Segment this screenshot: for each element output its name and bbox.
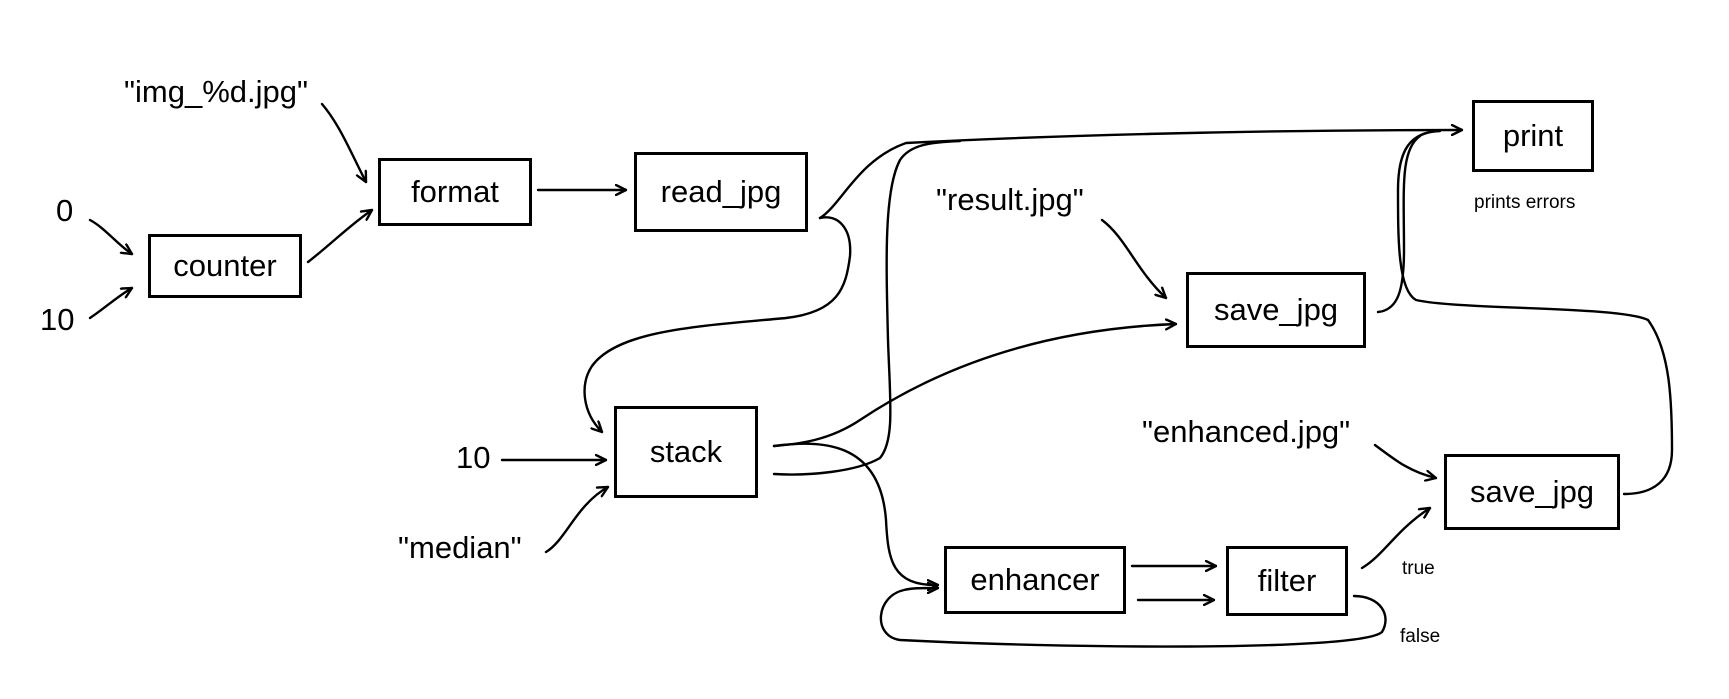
edge-stack-to-enhancer (772, 442, 940, 585)
stack-mode-value: "median" (398, 530, 522, 565)
readjpg-node[interactable]: read_jpg (634, 152, 808, 232)
edge-readjpg-to-stack (583, 216, 852, 434)
filter-false-label: false (1400, 626, 1441, 647)
edge-filter-false-to-enhancer (879, 588, 1387, 648)
edge-stack-to-savejpg-result (772, 324, 1178, 448)
edge-median-to-stack (544, 485, 610, 554)
enhancer-node[interactable]: enhancer (944, 546, 1126, 614)
counter-start-value: 0 (56, 193, 74, 228)
savejpg-enhanced-node[interactable]: save_jpg (1444, 454, 1620, 530)
edge-filter-true-to-savejpg (1360, 506, 1432, 570)
edge-savejpg-result-to-print (1376, 134, 1422, 314)
stack-count-value: 10 (456, 440, 491, 475)
edge-stack-to-print (772, 139, 962, 476)
edge-ten-to-counter (88, 286, 134, 320)
edge-zero-to-counter (88, 218, 134, 256)
savejpg-result-node[interactable]: save_jpg (1186, 272, 1366, 348)
enhanced-filename-value: "enhanced.jpg" (1142, 414, 1351, 449)
filter-true-label: true (1402, 558, 1435, 579)
edge-savejpg-enhanced-to-print (1396, 129, 1674, 496)
counter-end-value: 10 (40, 302, 75, 337)
stack-node[interactable]: stack (614, 406, 758, 498)
format-pattern-value: "img_%d.jpg" (124, 74, 308, 109)
print-node[interactable]: print (1472, 100, 1594, 172)
edge-counter-to-format (306, 208, 374, 264)
edge-enhancedname-to-savejpg (1373, 443, 1438, 478)
edge-pattern-to-format (320, 102, 368, 184)
print-note: prints errors (1474, 192, 1576, 213)
edge-resultname-to-savejpg (1100, 218, 1168, 300)
edge-readjpg-to-print (818, 130, 1464, 220)
counter-node[interactable]: counter (148, 234, 302, 298)
result-filename-value: "result.jpg" (936, 182, 1084, 217)
filter-node[interactable]: filter (1226, 546, 1348, 616)
format-node[interactable]: format (378, 158, 532, 226)
